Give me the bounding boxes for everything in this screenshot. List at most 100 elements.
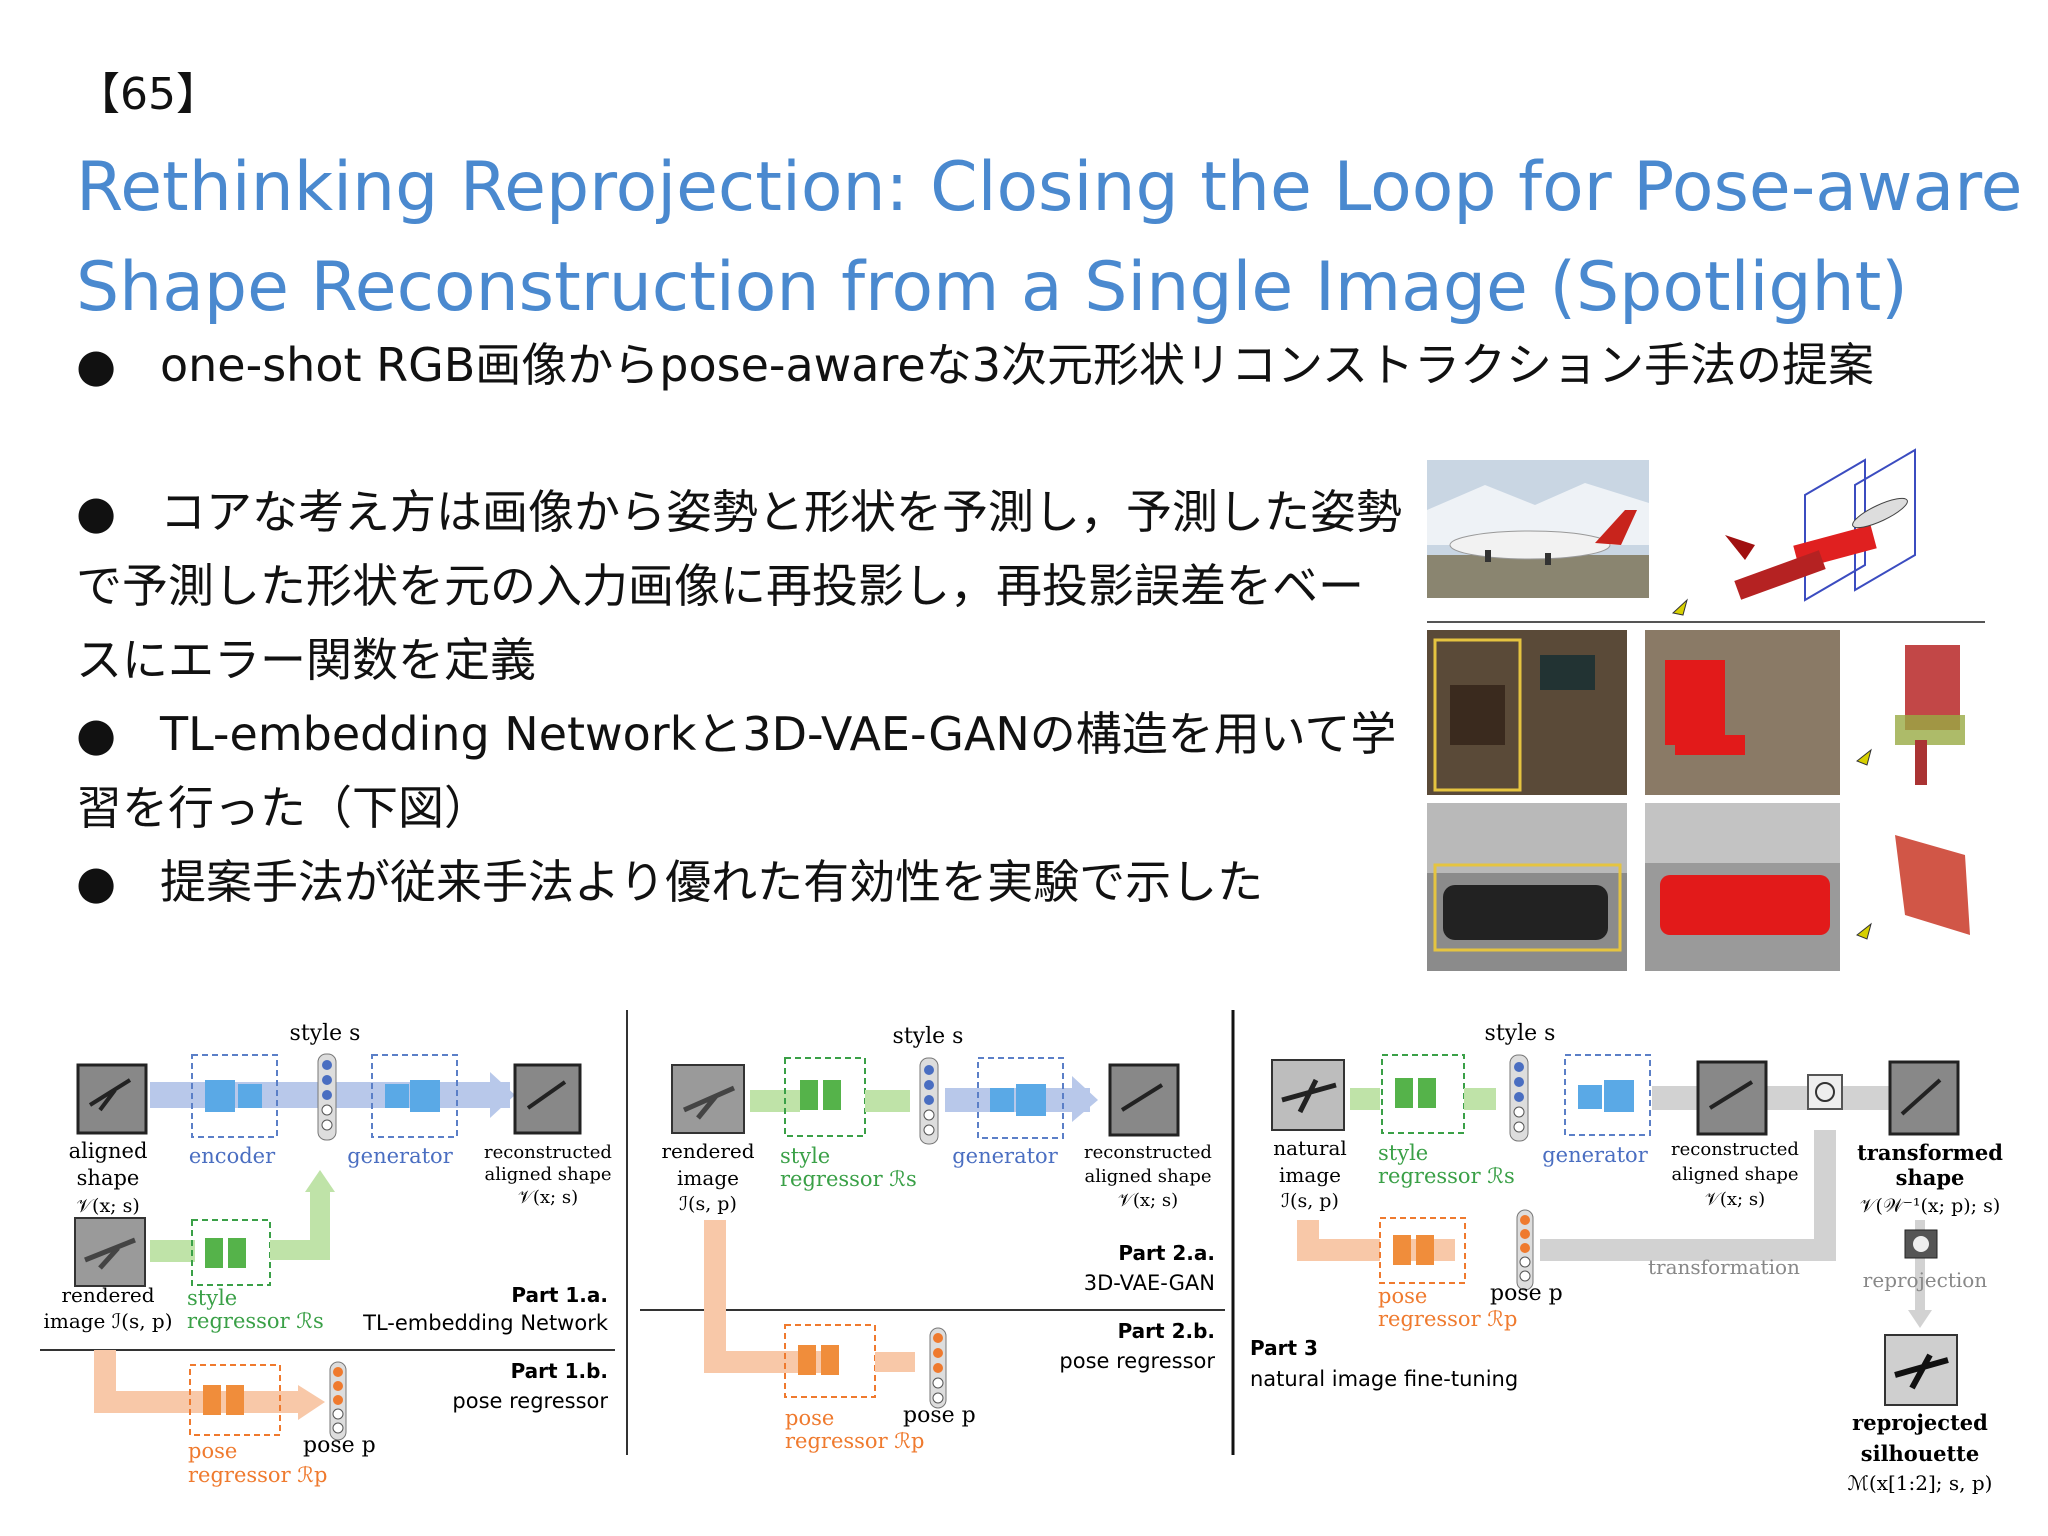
p3-transformed-cube-icon xyxy=(1888,1060,1960,1136)
airplane-photo xyxy=(1427,460,1649,598)
p1-rendered-formula: image ℐ(s, p) xyxy=(43,1309,172,1333)
p3-pose-vector xyxy=(1516,1209,1534,1291)
p3-style-regressor-name: regressor ℛs xyxy=(1378,1164,1515,1188)
p3-generator-label: generator xyxy=(1542,1143,1648,1167)
p1-reconstructed-formula: 𝒱(x; s) xyxy=(518,1187,578,1208)
p3-silhouette-label: silhouette xyxy=(1861,1441,1979,1466)
p2-pose-regressor-name: regressor ℛp xyxy=(785,1429,924,1453)
p3-pose-regressor-box xyxy=(1379,1217,1466,1284)
p1-pose-regressor-label: pose xyxy=(188,1439,237,1463)
p2-part-b-label: Part 2.b. xyxy=(1118,1319,1215,1343)
p3-transformed-formula: 𝒱(𝒲⁻¹(x; p); s) xyxy=(1860,1195,2001,1217)
p3-pose-regressor-label: pose xyxy=(1378,1284,1427,1308)
p2-reconstructed-formula: 𝒱(x; s) xyxy=(1118,1190,1178,1211)
title-line-1: Rethinking Reprojection: Closing the Loo… xyxy=(76,148,2023,227)
p2-reconstructed-label: reconstructed xyxy=(1084,1142,1212,1163)
p2-part-a-label: Part 2.a. xyxy=(1118,1241,1215,1265)
bullet-dot-icon: ● xyxy=(76,338,117,392)
p1-aligned-shape-cube-icon xyxy=(76,1063,148,1135)
p2-style-s-label: style s xyxy=(893,1024,964,1049)
bullet-4-text: 提案手法が従来手法より優れた有効性を実験で示した xyxy=(160,855,1264,909)
p3-reconstructed-cube-icon xyxy=(1696,1060,1768,1136)
p1-shape-formula: 𝒱(x; s) xyxy=(76,1195,140,1217)
p2-aligned-shape-label: aligned shape xyxy=(1085,1166,1212,1187)
voxel-chair-visual xyxy=(1856,645,1965,785)
p2-rendered-image-icon xyxy=(671,1064,745,1134)
voxel-airplane-visual xyxy=(1671,448,1916,616)
p1-style-arrow xyxy=(270,1190,330,1260)
p3-part-label: Part 3 xyxy=(1250,1336,1318,1360)
p1-style-regressor-name: regressor ℛs xyxy=(187,1309,324,1333)
p2-style-vector xyxy=(919,1057,939,1145)
bullet-3-text: TL-embedding Networkと3D-VAE-GANの構造を用いて学習… xyxy=(76,707,1397,835)
p1-reconstructed-cube-icon xyxy=(513,1063,582,1135)
p1-rendered-label: rendered xyxy=(61,1283,154,1307)
p2-rendered-label: rendered xyxy=(661,1139,754,1163)
p3-part-name: natural image fine-tuning xyxy=(1250,1367,1518,1391)
p3-pose-p-label: pose p xyxy=(1490,1281,1563,1306)
slide-number: 【65】 xyxy=(76,69,220,120)
p1-generator-box xyxy=(371,1054,458,1138)
p1-part-a-name: TL-embedding Network xyxy=(362,1311,609,1335)
car-photo xyxy=(1427,803,1627,971)
p2-part-a-name: 3D-VAE-GAN xyxy=(1084,1271,1215,1295)
panel3: style s natural image ℐ(s, p) style regr… xyxy=(1250,1021,2003,1495)
p1-style-s-label: style s xyxy=(290,1021,361,1046)
slide-title: Rethinking Reprojection: Closing the Loo… xyxy=(76,138,2036,338)
p2-pose-regressor-label: pose xyxy=(785,1406,834,1430)
p2-image-label: image xyxy=(677,1166,739,1190)
chair-photo xyxy=(1427,630,1627,795)
p1-pose-arrow xyxy=(94,1350,300,1413)
p1-part-b-name: pose regressor xyxy=(452,1389,608,1413)
p3-reconstructed-formula: 𝒱(x; s) xyxy=(1705,1189,1765,1210)
p1-aligned-shape-label: aligned shape xyxy=(485,1164,612,1185)
p2-style-regressor-box xyxy=(784,1057,866,1137)
p2-reconstructed-cube-icon xyxy=(1108,1063,1180,1137)
p3-reconstructed-label: reconstructed xyxy=(1671,1139,1799,1160)
title-line-2: Shape Reconstruction from a Single Image… xyxy=(76,248,1908,327)
p2-pose-vector xyxy=(929,1327,947,1409)
p1-style-vector xyxy=(317,1053,337,1141)
car-overlay-photo xyxy=(1645,803,1840,971)
p1-part-b-label: Part 1.b. xyxy=(511,1359,608,1383)
p1-rendered-image-icon xyxy=(74,1217,146,1287)
p2-generator-box xyxy=(977,1057,1064,1139)
p2-style-regressor-name: regressor ℛs xyxy=(780,1167,917,1191)
p3-pose-regressor-name: regressor ℛp xyxy=(1378,1307,1517,1331)
p2-pose-arrow xyxy=(704,1220,830,1373)
panel2: style s rendered image ℐ(s, p) style reg… xyxy=(661,1024,1215,1453)
p3-generator-box xyxy=(1564,1054,1651,1136)
p2-part-b-name: pose regressor xyxy=(1059,1349,1215,1373)
p3-style-vector xyxy=(1509,1054,1529,1142)
voxel-car-visual xyxy=(1856,835,1970,940)
p1-shape-label: shape xyxy=(77,1166,140,1190)
bullet-1: ● one-shot RGB画像からpose-awareな3次元形状リコンストラク… xyxy=(76,328,1976,402)
bullet-1-text: one-shot RGB画像からpose-awareな3次元形状リコンストラクシ… xyxy=(160,338,1875,392)
p1-pose-vector xyxy=(329,1361,347,1441)
p3-silhouette-icon xyxy=(1884,1334,1958,1406)
p1-reconstructed-label: reconstructed xyxy=(484,1142,612,1163)
p2-generator-label: generator xyxy=(952,1144,1058,1168)
example-results-image xyxy=(1427,448,1985,971)
p3-reprojected-formula: ℳ(x[1:2]; s, p) xyxy=(1848,1471,1993,1495)
architecture-diagram: style s aligned shape 𝒱(x; s) encoder ge… xyxy=(40,1010,2003,1495)
p1-pose-p-label: pose p xyxy=(303,1433,376,1458)
p1-aligned-label: aligned xyxy=(69,1139,148,1163)
p1-encoder-box xyxy=(191,1054,278,1138)
p1-style-regressor-label: style xyxy=(187,1286,237,1310)
bullet-dot-icon: ● xyxy=(76,707,117,761)
p3-aligned-shape-label: aligned shape xyxy=(1672,1164,1799,1185)
bullet-2-text: コアな考え方は画像から姿勢と形状を予測し，予測した姿勢で予測した形状を元の入力画… xyxy=(76,485,1402,687)
p1-generator-label: generator xyxy=(347,1144,453,1168)
chair-overlay-photo xyxy=(1645,630,1840,795)
bullet-dot-icon: ● xyxy=(76,485,117,539)
p3-rotation-icon xyxy=(1807,1074,1843,1110)
p3-camera-icon xyxy=(1904,1229,1938,1259)
p3-natural-formula: ℐ(s, p) xyxy=(1281,1190,1339,1212)
p1-pose-regressor-name: regressor ℛp xyxy=(188,1463,327,1487)
p3-reprojected-label: reprojected xyxy=(1852,1410,1988,1435)
bullet-4: ●提案手法が従来手法より優れた有効性を実験で示した xyxy=(76,845,1476,919)
bullet-2: ●コアな考え方は画像から姿勢と形状を予測し，予測した姿勢で予測した形状を元の入力… xyxy=(76,475,1406,697)
p3-transformation-arrow xyxy=(1540,1130,1836,1261)
p3-reprojection-label: reprojection xyxy=(1863,1268,1988,1292)
